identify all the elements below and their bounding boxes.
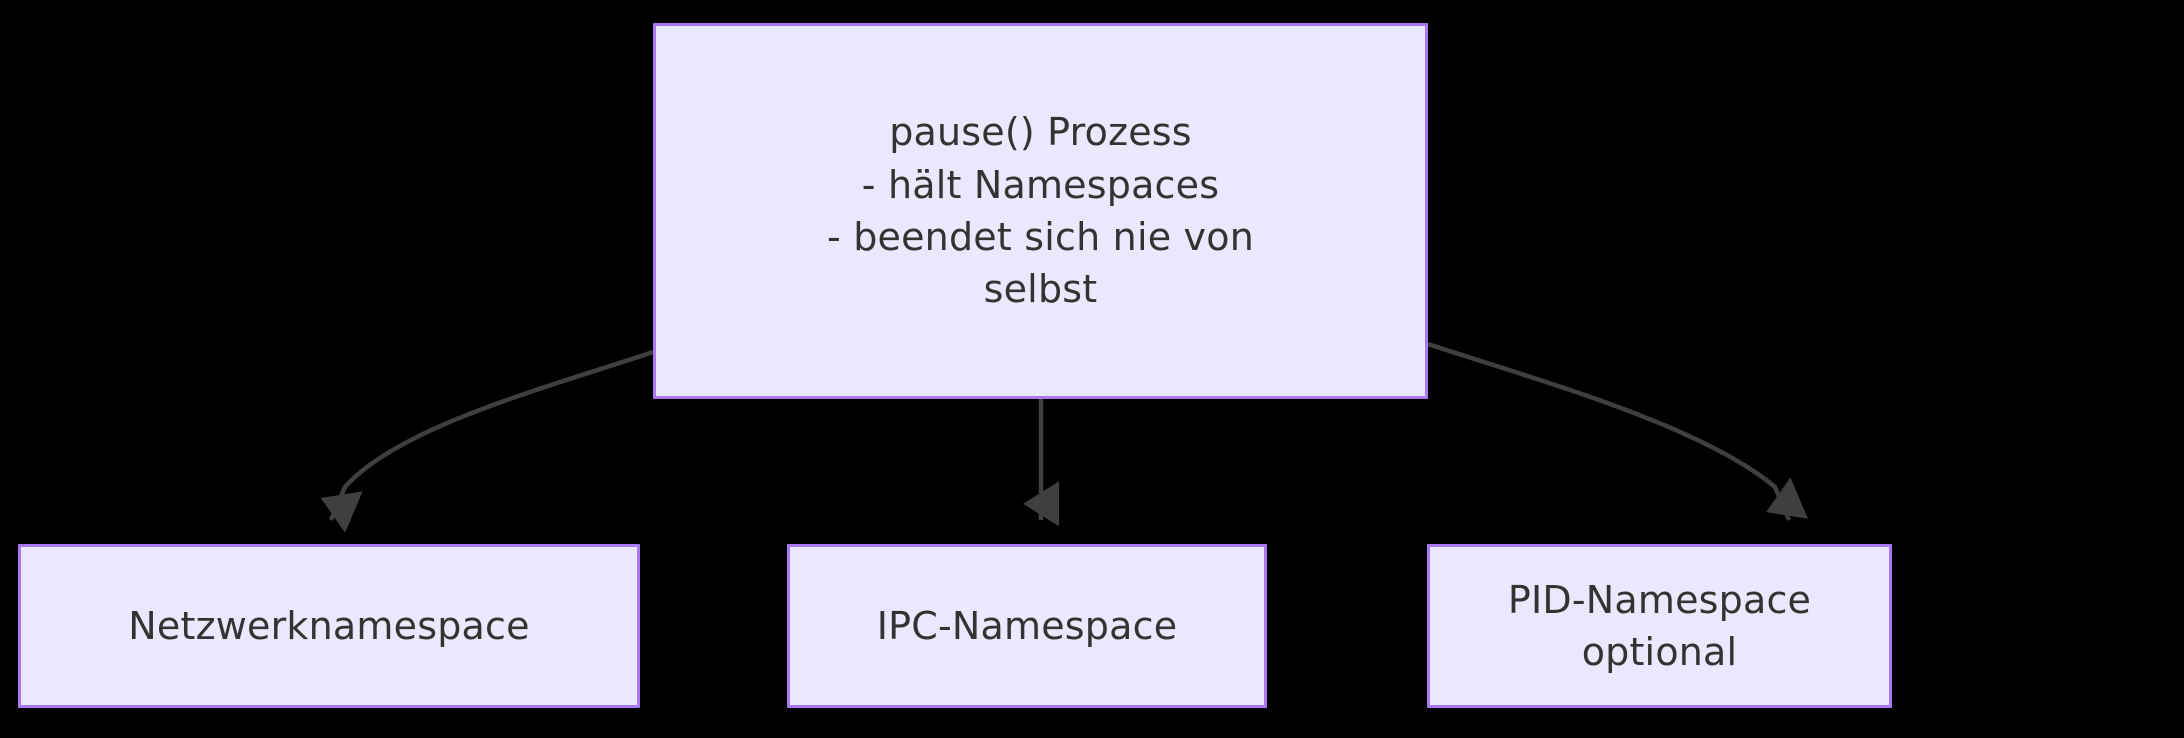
edge-root-to-net	[320, 349, 654, 533]
node-netzwerknamespace[interactable]: Netzwerknamespace	[18, 544, 640, 708]
node-pid-namespace-optional-label: PID-Namespace optional	[1507, 577, 1812, 674]
node-ipc-namespace-label: IPC-Namespace	[876, 603, 1178, 648]
node-pid-namespace-optional[interactable]: PID-Namespace optional	[1427, 544, 1892, 708]
node-netzwerknamespace-label: Netzwerknamespace	[128, 603, 530, 648]
node-ipc-namespace[interactable]: IPC-Namespace	[787, 544, 1267, 708]
node-pause-prozess-label: pause() Prozess - hält Namespaces - been…	[827, 110, 1254, 312]
edge-root-to-pid	[1427, 341, 1809, 521]
node-pause-prozess[interactable]: pause() Prozess - hält Namespaces - been…	[653, 23, 1428, 399]
